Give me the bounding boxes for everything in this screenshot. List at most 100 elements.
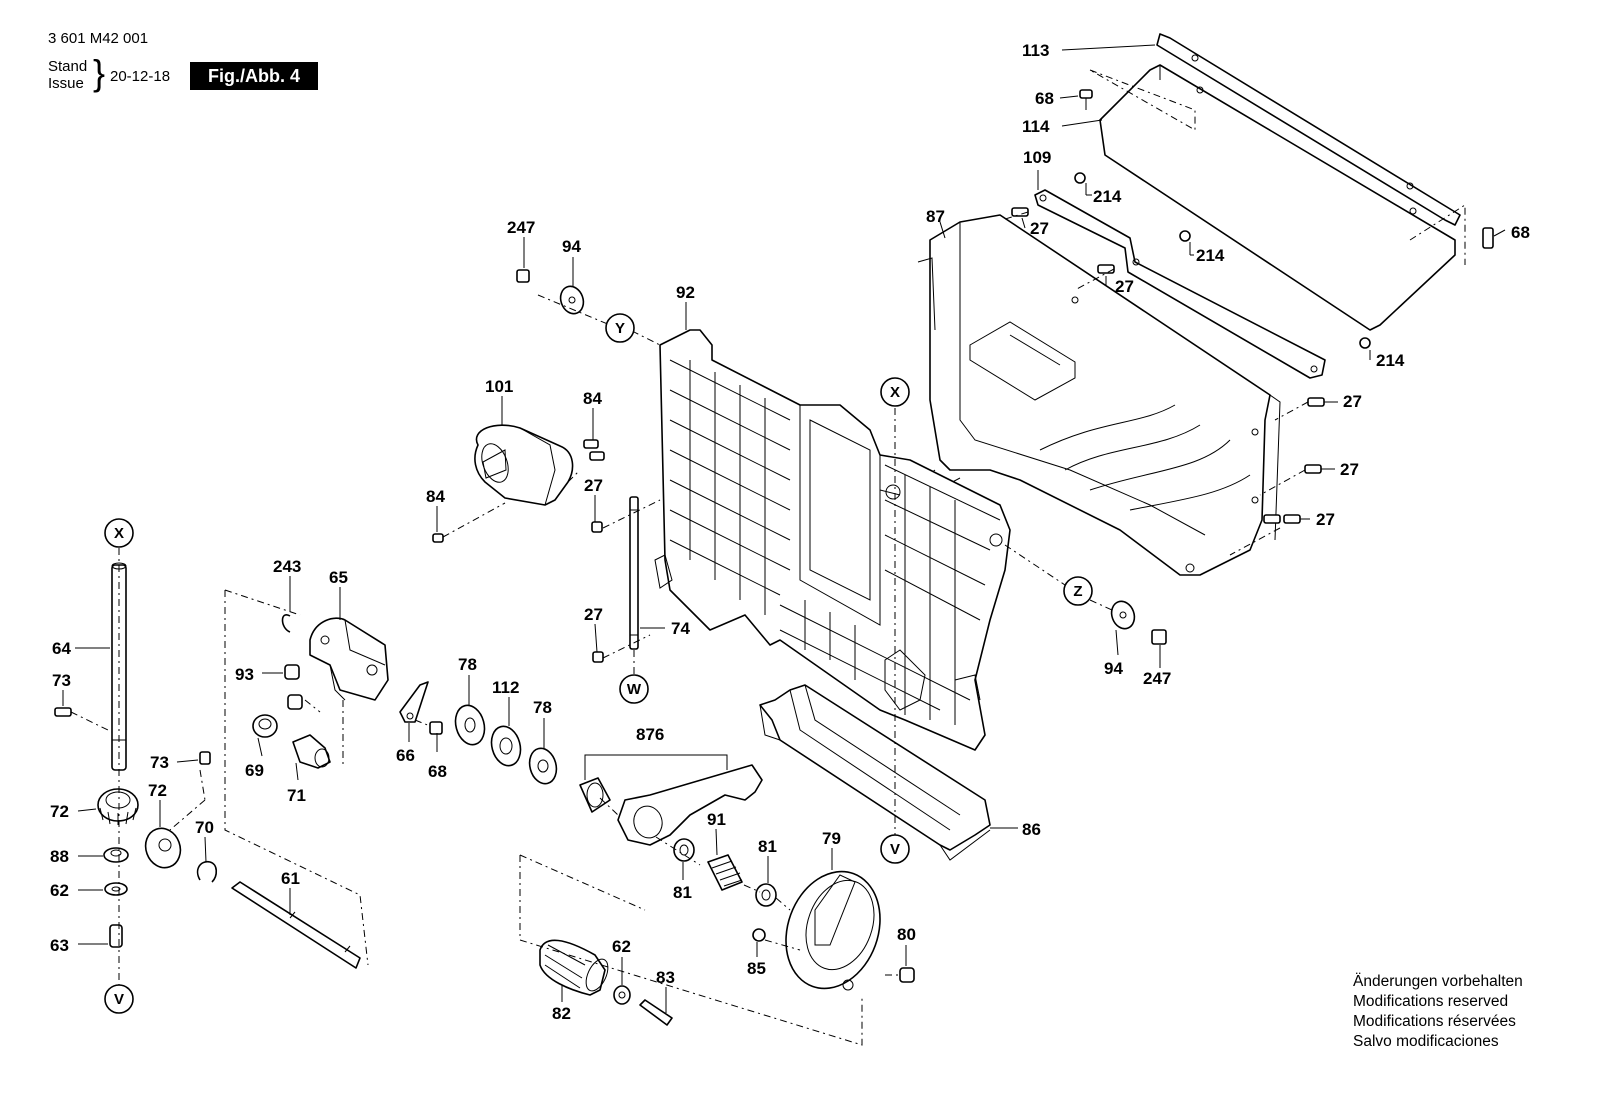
ref-marker-x-center: X: [880, 377, 910, 407]
label-27: 27: [584, 605, 603, 624]
label-876: 876: [636, 725, 664, 744]
modification-notes: Änderungen vorbehalten Modifications res…: [1353, 972, 1523, 1052]
screw-27-f: [591, 521, 603, 533]
label-78: 78: [533, 698, 552, 717]
label-88: 88: [50, 847, 69, 866]
screw-73-a: [54, 707, 72, 717]
part-88-bushing: [103, 847, 129, 863]
screw-247-a: [516, 269, 530, 283]
label-74: 74: [671, 619, 690, 638]
screw-93: [284, 664, 300, 680]
label-71: 71: [287, 786, 306, 805]
label-79: 79: [822, 829, 841, 848]
label-68: 68: [1511, 223, 1530, 242]
screw-84-b: [432, 533, 444, 543]
part-65-bracket: [309, 617, 389, 701]
label-61: 61: [281, 869, 300, 888]
label-114: 114: [1022, 117, 1050, 136]
label-78: 78: [458, 655, 477, 674]
stand-issue-label: Stand Issue: [48, 58, 87, 92]
label-72: 72: [50, 802, 69, 821]
screw-68-right: [1482, 227, 1494, 249]
part-91-spring: [707, 854, 743, 891]
label-63: 63: [50, 936, 69, 955]
leader-lines: [62, 44, 1506, 1013]
part-876-bushing: [579, 777, 611, 813]
label-247: 247: [507, 218, 535, 237]
label-101: 101: [485, 377, 513, 396]
screw-27-b: [1097, 264, 1115, 274]
screw-27-c: [1307, 397, 1325, 407]
part-79-handwheel: [785, 870, 881, 991]
part-113-strip: [1156, 33, 1461, 226]
label-214: 214: [1376, 351, 1405, 370]
note-de: Änderungen vorbehalten: [1353, 973, 1523, 990]
washer-94-a: [559, 285, 585, 315]
label-85: 85: [747, 959, 766, 978]
part-66-tab: [399, 681, 429, 723]
ref-marker-v-bottom-left: V: [104, 984, 134, 1014]
figure-badge: Fig./Abb. 4: [190, 62, 318, 90]
screw-93b: [287, 694, 303, 710]
label-86: 86: [1022, 820, 1041, 839]
screw-27-g: [592, 651, 604, 663]
label-94: 94: [1104, 659, 1123, 678]
part-62-washer-a: [104, 882, 128, 896]
drawing-number: 3 601 M42 001: [48, 30, 149, 47]
part-92-main-frame: [654, 329, 1011, 751]
part-85-nut: [752, 928, 766, 942]
label-27: 27: [1115, 277, 1134, 296]
svg-text:W: W: [627, 681, 642, 698]
part-243-clip: [281, 614, 291, 633]
label-68: 68: [1035, 89, 1054, 108]
ref-marker-x-top: X: [104, 518, 134, 548]
brace-glyph: }: [93, 52, 106, 93]
svg-text:X: X: [114, 525, 124, 542]
part-78-washer-a: [454, 704, 486, 746]
label-80: 80: [897, 925, 916, 944]
note-es: Salvo modificaciones: [1353, 1033, 1499, 1050]
screw-73-b: [199, 751, 211, 765]
stand-label: Stand: [48, 58, 88, 75]
washer-94-b: [1110, 600, 1136, 630]
screw-214-a: [1074, 172, 1086, 184]
screw-27-e: [1263, 514, 1301, 524]
part-72-gear-a: [97, 788, 139, 825]
label-65: 65: [329, 568, 348, 587]
label-69: 69: [245, 761, 264, 780]
part-labels: 113 68 114 109 214 87 27 214 68 27 214 2…: [50, 41, 1530, 1023]
part-81-washer-b: [755, 883, 777, 907]
label-70: 70: [195, 818, 214, 837]
note-fr: Modifications réservées: [1353, 1013, 1516, 1030]
label-84: 84: [583, 389, 602, 408]
svg-text:V: V: [890, 841, 900, 858]
label-73: 73: [52, 671, 71, 690]
ref-marker-v-center: V: [880, 834, 910, 864]
svg-text:X: X: [890, 384, 900, 401]
ref-marker-y: Y: [605, 313, 635, 343]
screw-68-top: [1079, 89, 1093, 110]
part-62-washer-b: [613, 985, 631, 1005]
screw-247-b: [1151, 629, 1167, 645]
label-62: 62: [50, 881, 69, 900]
ref-marker-w: W: [619, 674, 649, 704]
screw-68-c: [429, 721, 443, 735]
revision-date: 20-12-18: [110, 68, 171, 85]
label-109: 109: [1023, 148, 1051, 167]
label-243: 243: [273, 557, 301, 576]
part-80-screw: [899, 967, 915, 983]
label-92: 92: [676, 283, 695, 302]
screw-214-c: [1359, 337, 1371, 349]
label-64: 64: [52, 639, 71, 658]
assembly-lines: [70, 211, 1309, 1046]
part-78-washer-b: [528, 747, 558, 785]
label-27: 27: [1340, 460, 1359, 479]
part-82-knob: [539, 939, 609, 996]
cutline-68-right: [1409, 204, 1466, 265]
ref-marker-z: Z: [1063, 576, 1093, 606]
label-81: 81: [758, 837, 777, 856]
label-66: 66: [396, 746, 415, 765]
issue-label: Issue: [48, 75, 84, 92]
screw-27-d: [1304, 464, 1322, 474]
